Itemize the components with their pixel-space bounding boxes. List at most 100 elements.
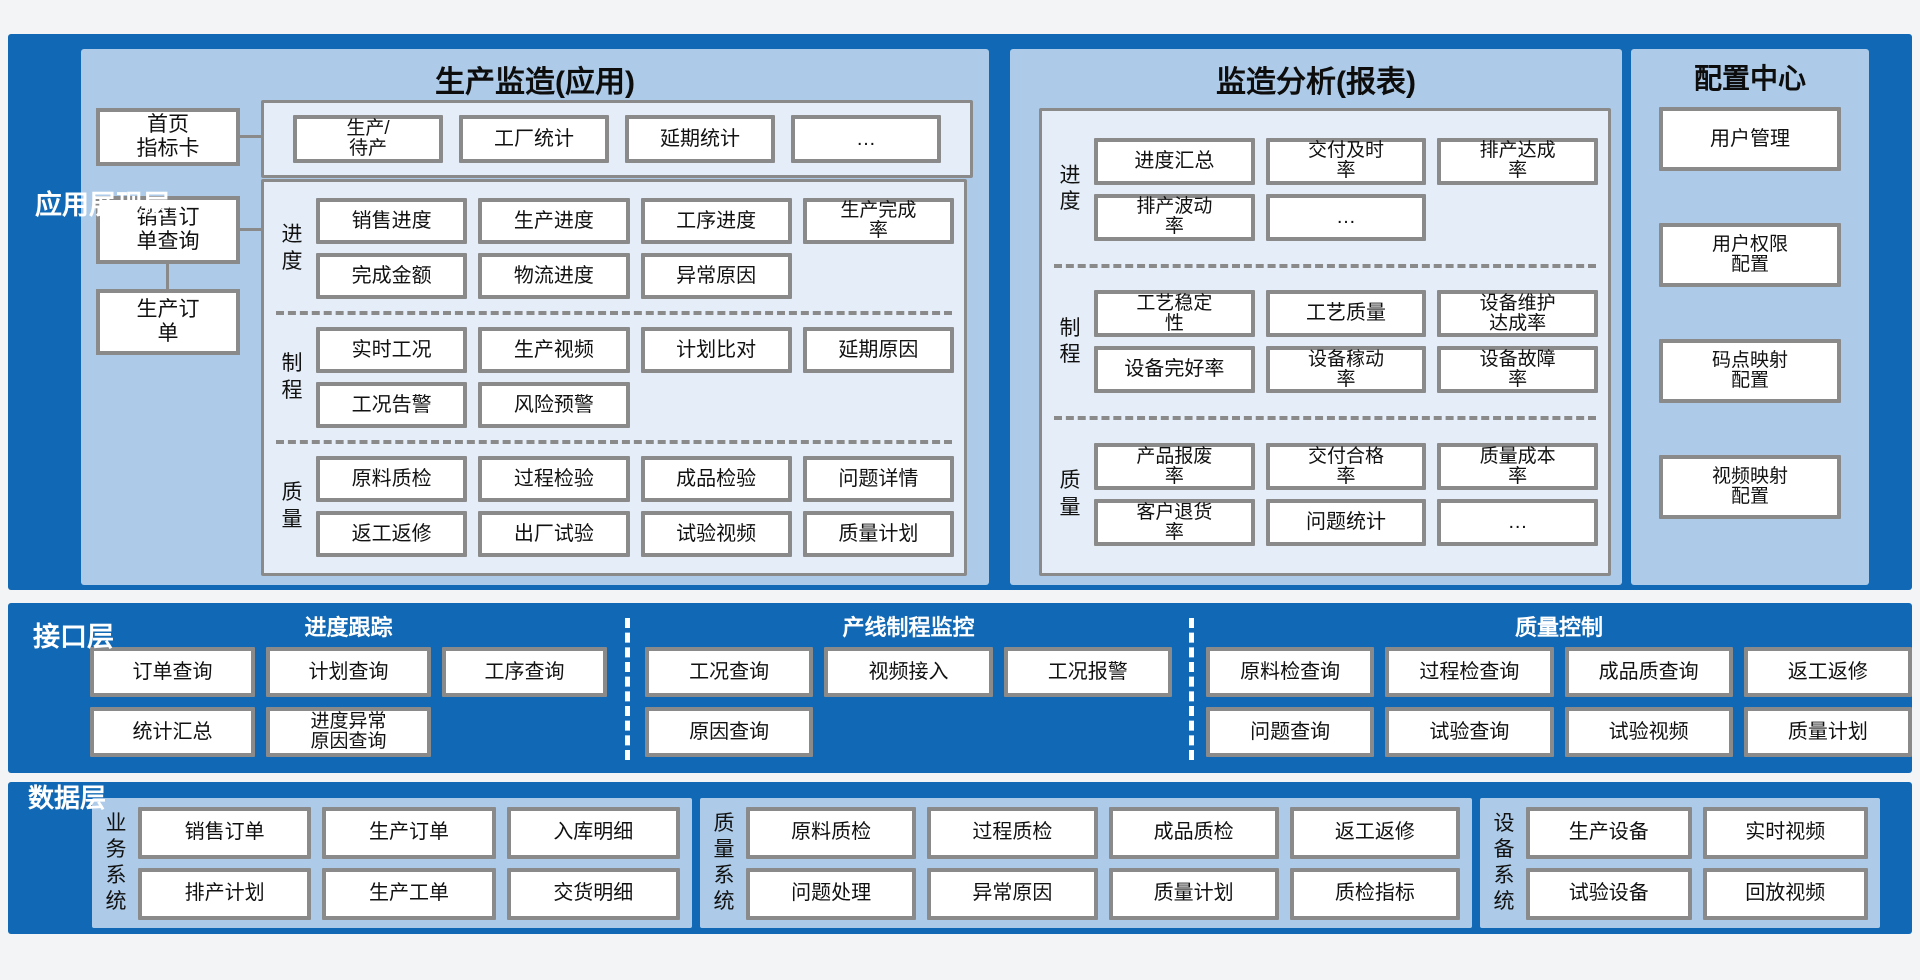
if-process-box-0-1: 视频接入 — [824, 647, 993, 697]
qsys-box-0-0: 原料质检 — [746, 806, 917, 859]
dashed-divider — [1054, 263, 1596, 268]
qsys-box-1-0: 问题处理 — [746, 867, 917, 920]
equipment-system-label: 设备系统 — [1493, 811, 1515, 914]
prod-tab-box-0-0: 生产/ 待产 — [293, 115, 443, 163]
ana-process-box-0-0: 工艺稳定 性 — [1094, 290, 1255, 338]
if-progress-grid: 订单查询计划查询工序查询统计汇总进度异常 原因查询 — [90, 647, 607, 757]
prod-progress-box-0-0: 销售进度 — [316, 198, 468, 244]
prod-quality-box-1-1: 出厂试验 — [478, 511, 630, 557]
prod-quality-grid: 原料质检过程检验成品检验问题详情返工返修出厂试验试验视频质量计划 — [316, 456, 954, 557]
prod-section-label-quality: 质量 — [281, 481, 303, 531]
if-process-box-1-0: 原因查询 — [645, 707, 814, 757]
if-quality-box-1-3: 质量计划 — [1743, 707, 1912, 757]
dashed-divider — [276, 440, 952, 444]
ana-process-grid: 工艺稳定 性工艺质量设备维护 达成率设备完好率设备稼动 率设备故障 率 — [1094, 290, 1598, 394]
ana-section-label-process: 制程 — [1059, 316, 1081, 366]
if-quality-box-1-1: 试验查询 — [1385, 707, 1554, 757]
business-system-grid: 销售订单生产订单入库明细排产计划生产工单交货明细 — [138, 806, 680, 920]
ana-quality-box-0-0: 产品报废 率 — [1094, 443, 1255, 491]
if-group-title-line-process-monitoring: 产线制程监控 — [842, 615, 975, 640]
business-system-label: 业务系统 — [105, 811, 127, 914]
prod-progress-box-1-1: 物流进度 — [478, 253, 630, 299]
config-box-3-0: 视频映射 配置 — [1659, 455, 1841, 519]
prod-process-box-0-1: 生产视频 — [478, 327, 630, 373]
analysis-report-panel: 监造分析(报表) 进度 进度汇总交付及时 率排产达成 率排产波动 率… 制程 工… — [1010, 49, 1622, 585]
ana-progress-box-0-2: 排产达成 率 — [1437, 137, 1598, 185]
production-supervision-panel: 生产监造(应用) 首页 指标卡 销售订 单查询 生产订 单 生产/ 待产工厂统计… — [81, 49, 989, 585]
qsys-box-1-3: 质检指标 — [1289, 867, 1460, 920]
biz-box-1-2: 交货明细 — [506, 867, 680, 920]
ana-section-process: 制程 工艺稳定 性工艺质量设备维护 达成率设备完好率设备稼动 率设备故障 率 — [1042, 290, 1608, 394]
ana-progress-box-1-1: … — [1265, 193, 1427, 241]
biz-box-1-0: 排产计划 — [138, 867, 312, 920]
dashed-divider — [1054, 416, 1596, 421]
ana-section-label-quality: 质量 — [1059, 469, 1081, 519]
equip-box-0-0: 生产设备 — [1526, 806, 1692, 859]
equip-box-1-1: 回放视频 — [1702, 867, 1868, 920]
prod-section-label-process: 制程 — [281, 352, 303, 402]
prod-quality-box-0-1: 过程检验 — [478, 456, 630, 502]
app-layer-label: 应用展现层 — [35, 190, 170, 220]
qsys-box-0-3: 返工返修 — [1289, 806, 1460, 859]
if-progress-box-0-2: 工序查询 — [442, 647, 607, 697]
analysis-sections-container: 进度 进度汇总交付及时 率排产达成 率排产波动 率… 制程 工艺稳定 性工艺质量… — [1039, 108, 1611, 576]
prod-tab-box-0-3: … — [791, 115, 941, 163]
biz-box-0-2: 入库明细 — [506, 806, 680, 859]
prod-quality-box-1-0: 返工返修 — [316, 511, 468, 557]
if-progress-box-1-1: 进度异常 原因查询 — [266, 707, 431, 757]
prod-quality-box-1-2: 试验视频 — [640, 511, 792, 557]
quality-system-panel: 质量系统 原料质检过程质检成品质检返工返修问题处理异常原因质量计划质检指标 — [700, 798, 1472, 928]
prod-progress-grid: 销售进度生产进度工序进度生产完成 率完成金额物流进度异常原因 — [316, 198, 954, 299]
ana-section-quality: 质量 产品报废 率交付合格 率质量成本 率客户退货 率问题统计… — [1042, 443, 1608, 547]
ana-process-box-0-2: 设备维护 达成率 — [1437, 290, 1598, 338]
nav-sales-order-query: 销售订 单查询 — [96, 196, 240, 264]
prod-process-box-0-2: 计划比对 — [640, 327, 792, 373]
prod-progress-box-1-0: 完成金额 — [316, 253, 468, 299]
app-presentation-layer: 应用展现层 生产监造(应用) 首页 指标卡 销售订 单查询 生产订 单 生产/ … — [8, 34, 1912, 590]
if-quality-box-1-0: 问题查询 — [1206, 707, 1375, 757]
dashed-divider — [276, 311, 952, 315]
ana-quality-box-1-1: 问题统计 — [1265, 499, 1427, 547]
if-quality-box-0-3: 返工返修 — [1743, 647, 1912, 697]
interface-layer: 接口层 进度跟踪 订单查询计划查询工序查询统计汇总进度异常 原因查询 产线制程监… — [8, 603, 1912, 773]
if-group-title-progress-tracking: 进度跟踪 — [304, 615, 393, 640]
ana-progress-grid: 进度汇总交付及时 率排产达成 率排产波动 率… — [1094, 137, 1598, 241]
prod-progress-box-0-1: 生产进度 — [478, 198, 630, 244]
if-progress-box-0-0: 订单查询 — [90, 647, 255, 697]
equipment-system-grid: 生产设备实时视频试验设备回放视频 — [1526, 806, 1868, 920]
prod-tabs-grid: 生产/ 待产工厂统计延期统计… — [293, 115, 941, 163]
prod-progress-box-0-2: 工序进度 — [640, 198, 792, 244]
qsys-box-1-2: 质量计划 — [1108, 867, 1279, 920]
data-layer: 数据层 业务系统 销售订单生产订单入库明细排产计划生产工单交货明细 质量系统 原… — [8, 782, 1912, 934]
if-process-box-0-2: 工况报警 — [1003, 647, 1172, 697]
qsys-box-0-1: 过程质检 — [927, 806, 1098, 859]
if-process-grid: 工况查询视频接入工况报警原因查询 — [645, 647, 1172, 757]
if-quality-box-0-2: 成品质查询 — [1564, 647, 1733, 697]
equip-box-1-0: 试验设备 — [1526, 867, 1692, 920]
connector-line — [166, 262, 169, 291]
config-center-panel: 配置中心 用户管理用户权限 配置码点映射 配置视频映射 配置 — [1631, 49, 1869, 585]
ana-quality-box-0-1: 交付合格 率 — [1265, 443, 1427, 491]
if-quality-box-0-0: 原料检查询 — [1206, 647, 1375, 697]
ana-process-box-0-1: 工艺质量 — [1265, 290, 1427, 338]
prod-section-progress: 进度 销售进度生产进度工序进度生产完成 率完成金额物流进度异常原因 — [264, 198, 964, 299]
ana-quality-grid: 产品报废 率交付合格 率质量成本 率客户退货 率问题统计… — [1094, 443, 1598, 547]
quality-system-grid: 原料质检过程质检成品质检返工返修问题处理异常原因质量计划质检指标 — [746, 806, 1460, 920]
business-system-panel: 业务系统 销售订单生产订单入库明细排产计划生产工单交货明细 — [92, 798, 692, 928]
prod-process-box-1-1: 风险预警 — [478, 382, 630, 428]
connector-line — [238, 135, 264, 138]
ana-process-box-1-1: 设备稼动 率 — [1265, 346, 1427, 394]
if-quality-box-0-1: 过程检查询 — [1385, 647, 1554, 697]
production-tabs-container: 生产/ 待产工厂统计延期统计… — [261, 100, 973, 178]
prod-tab-box-0-2: 延期统计 — [625, 115, 775, 163]
if-progress-box-0-1: 计划查询 — [266, 647, 431, 697]
dashed-separator — [625, 618, 630, 760]
analysis-panel-title: 监造分析(报表) — [1216, 66, 1416, 99]
ana-quality-box-1-0: 客户退货 率 — [1094, 499, 1255, 547]
prod-section-label-progress: 进度 — [281, 223, 303, 273]
qsys-box-1-1: 异常原因 — [927, 867, 1098, 920]
equipment-system-panel: 设备系统 生产设备实时视频试验设备回放视频 — [1480, 798, 1880, 928]
prod-process-box-0-3: 延期原因 — [802, 327, 954, 373]
prod-quality-box-1-3: 质量计划 — [802, 511, 954, 557]
